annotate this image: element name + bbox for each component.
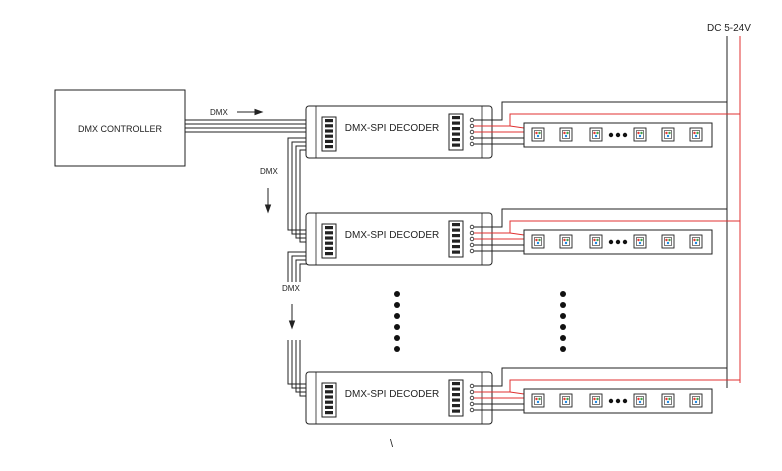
power-supply-label: DC 5-24V (707, 23, 751, 34)
strip-gnd-wire (474, 208, 727, 228)
dmx-label-2: DMX (260, 167, 278, 176)
dmx-arrow-2 (264, 188, 272, 214)
led-chip (689, 234, 703, 249)
strip-ellipsis-dot (608, 132, 614, 138)
strip-ellipsis-dot (622, 132, 628, 138)
strip-ellipsis-dot (615, 239, 621, 245)
strip-ellipsis-dot (608, 239, 614, 245)
led-chip (589, 127, 603, 142)
decoder-label: DMX-SPI DECODER (345, 123, 439, 134)
led-chip (589, 393, 603, 408)
led-chip (559, 393, 573, 408)
led-chip (531, 234, 545, 249)
strip-ellipsis-dot (622, 239, 628, 245)
led-chip (689, 393, 703, 408)
led-strip-3 (523, 388, 713, 414)
led-chip (661, 393, 675, 408)
strip-ellipsis-dot (608, 398, 614, 404)
led-chip (531, 393, 545, 408)
led-chip (661, 234, 675, 249)
dmx-arrow-3 (288, 304, 296, 330)
led-chip (559, 127, 573, 142)
strip-power-wire (474, 379, 740, 393)
strip-power-wire (474, 113, 740, 127)
strip-continuation-dots (560, 291, 566, 352)
dmx-arrow-1 (237, 108, 264, 116)
dmx-label-1: DMX (210, 108, 228, 117)
stray-mark: \ (390, 438, 394, 450)
led-chip (531, 127, 545, 142)
strip-gnd-wire (474, 367, 727, 387)
decoder-label: DMX-SPI DECODER (345, 389, 439, 400)
led-strip-2 (523, 229, 713, 255)
strip-power-wire (474, 220, 740, 234)
controller-dmx-bus (185, 119, 322, 133)
decoder-label: DMX-SPI DECODER (345, 230, 439, 241)
strip-gnd-wire (474, 101, 727, 121)
led-chip (633, 127, 647, 142)
decoder-unit-3: DMX-SPI DECODER (305, 367, 740, 425)
decoder-continuation-dots (394, 291, 400, 352)
decoder-unit-1: DMX-SPI DECODER (305, 101, 740, 159)
led-chip (559, 234, 573, 249)
dmx-controller-label: DMX CONTROLLER (78, 124, 163, 134)
dmx-label-3: DMX (282, 284, 300, 293)
decoder-unit-2: DMX-SPI DECODER (305, 208, 740, 266)
strip-ellipsis-dot (615, 398, 621, 404)
led-chip (633, 234, 647, 249)
led-chip (689, 127, 703, 142)
led-chip (633, 393, 647, 408)
led-chip (661, 127, 675, 142)
strip-ellipsis-dot (622, 398, 628, 404)
strip-ellipsis-dot (615, 132, 621, 138)
led-chip (589, 234, 603, 249)
led-strip-1 (523, 122, 713, 148)
